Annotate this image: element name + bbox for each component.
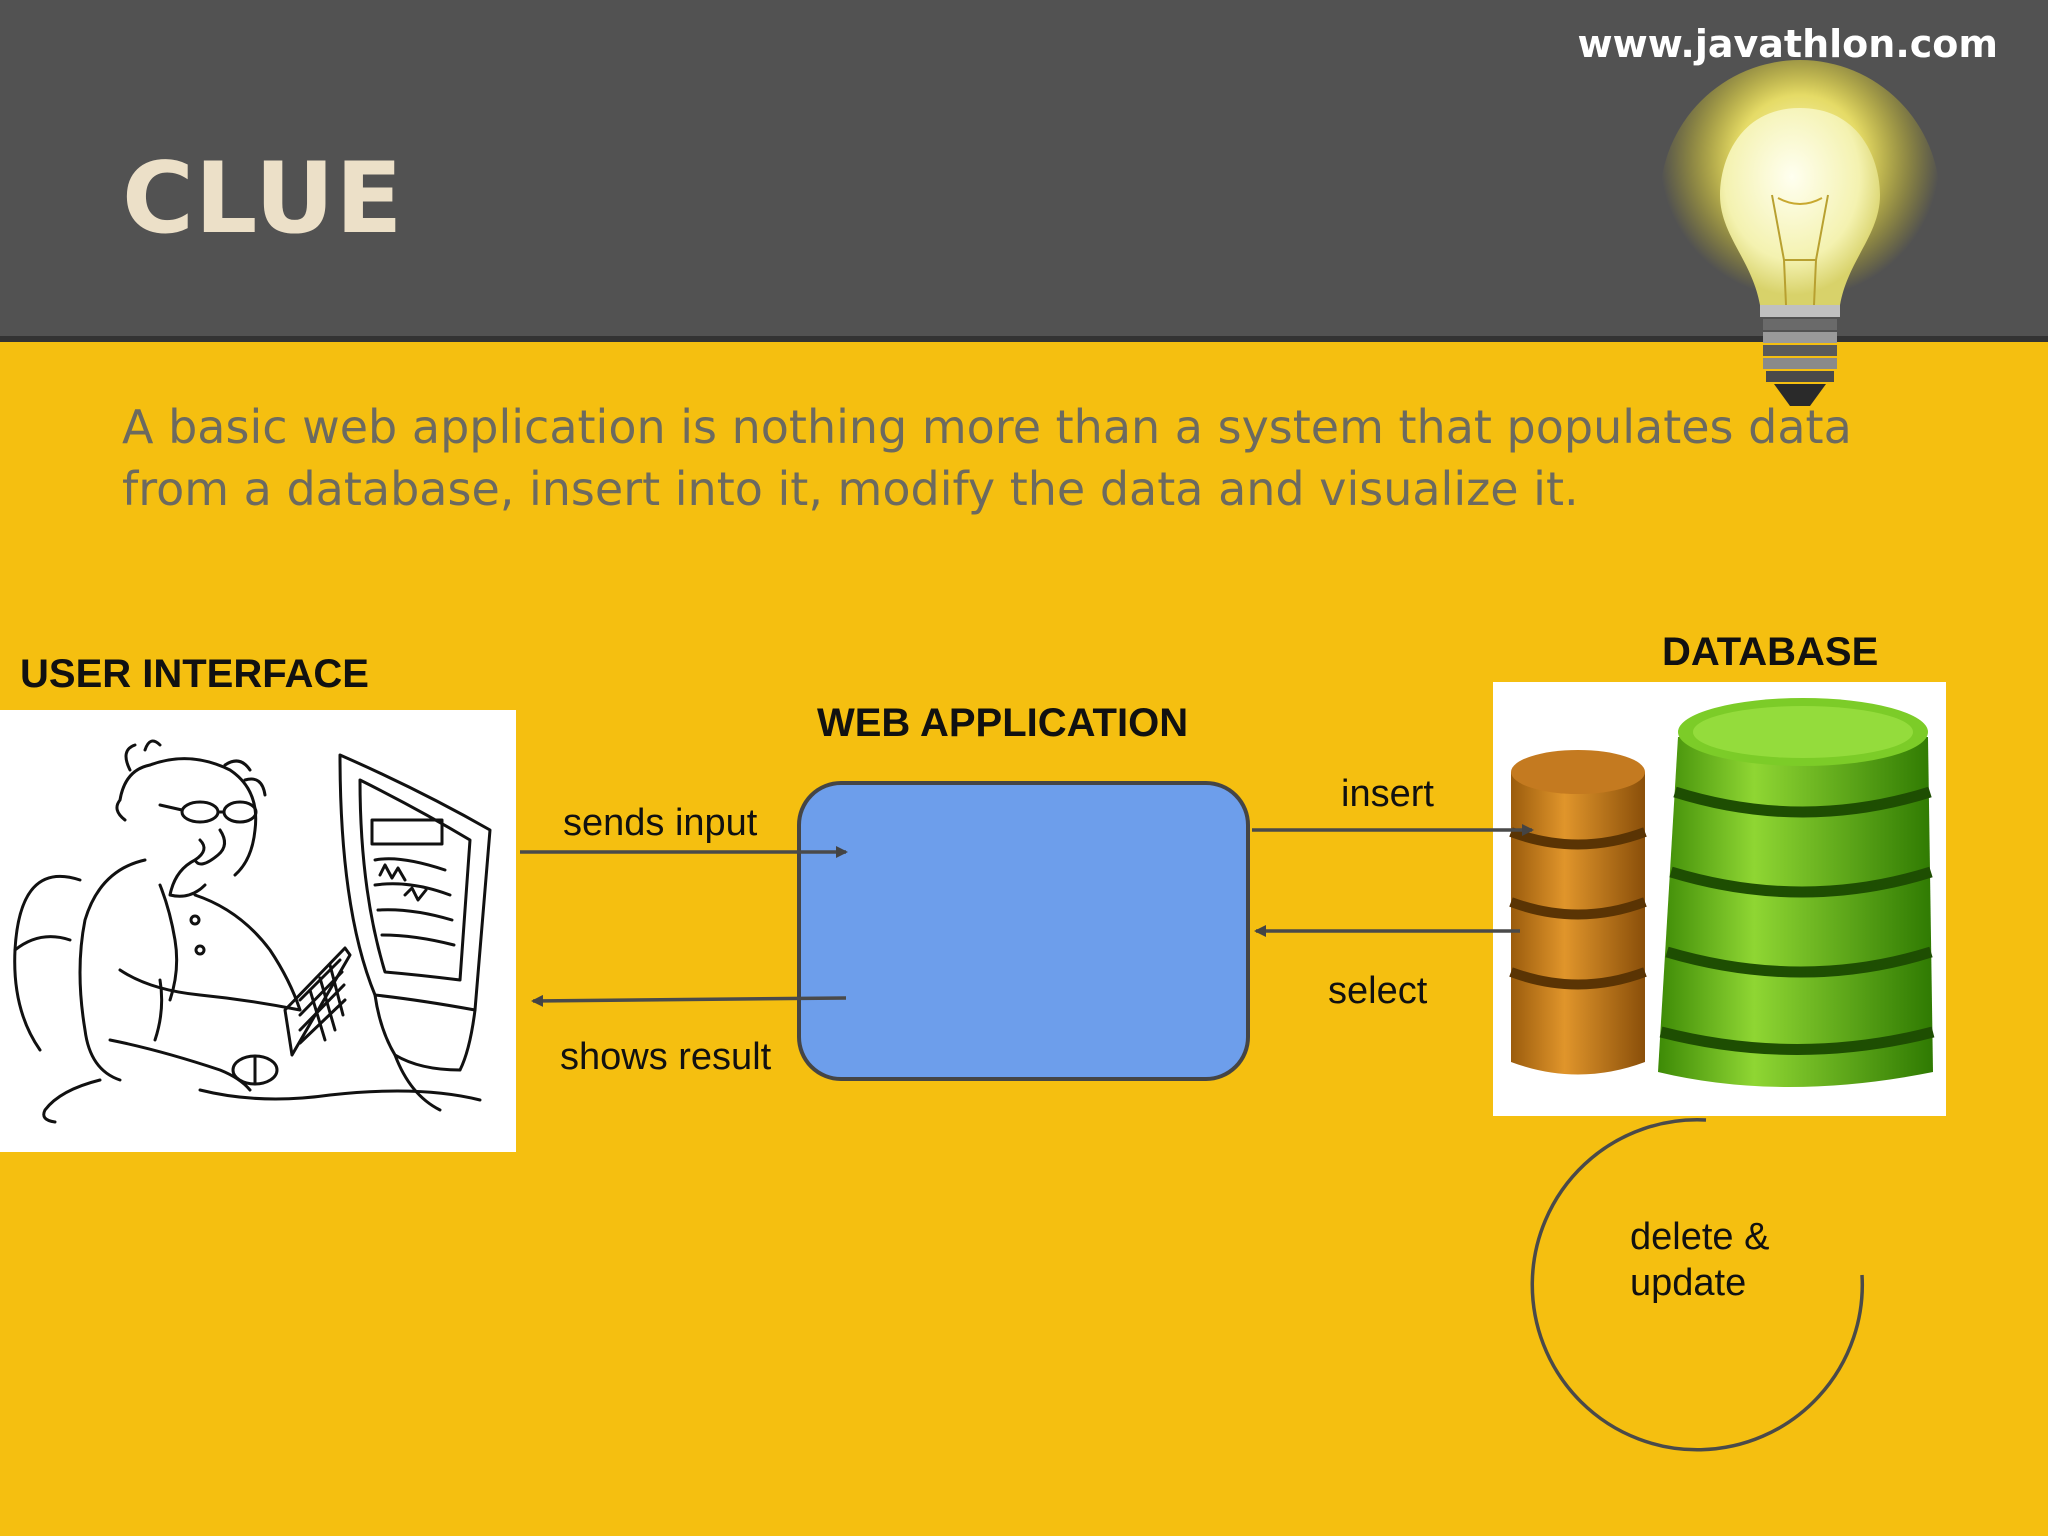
select-label: select xyxy=(1328,970,1427,1013)
sends-input-label: sends input xyxy=(563,802,757,845)
delete-update-label: delete & update xyxy=(1630,1214,1769,1306)
shows-result-arrow xyxy=(533,998,846,1001)
delete-update-line-1: delete & xyxy=(1630,1214,1769,1260)
delete-update-line-2: update xyxy=(1630,1260,1769,1306)
shows-result-label: shows result xyxy=(560,1036,771,1079)
insert-label: insert xyxy=(1341,773,1434,816)
